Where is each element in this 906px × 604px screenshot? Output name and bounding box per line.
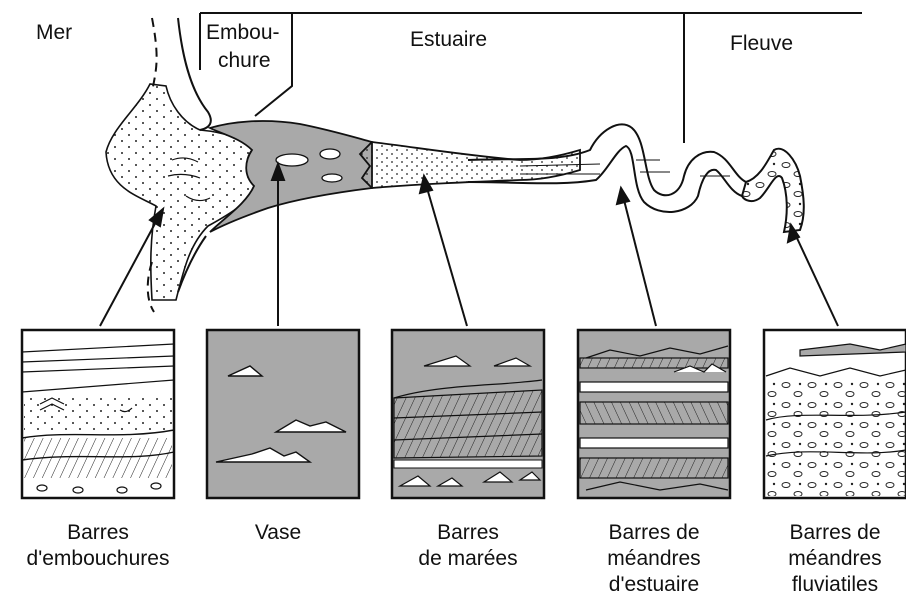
zone-label-mouth-line2: chure [218,48,271,73]
caption-line: méandres [559,546,749,572]
caption-line: d'estuaire [559,572,749,598]
caption-tidal-bars: Barres de marées [373,520,563,572]
fluvial-meanders [742,149,804,232]
caption-mouth-bars: Barres d'embouchures [3,520,193,572]
caption-line: Barres de [740,520,906,546]
zone-label-mouth-line1: Embou- [206,20,280,45]
caption-line: fluviatiles [740,572,906,598]
caption-estuarine-meander-bars: Barres de méandres d'estuaire [559,520,749,598]
caption-line: Barres [3,520,193,546]
zone-label-sea: Mer [36,20,72,45]
caption-line: Barres [373,520,563,546]
caption-fluvial-meander-bars: Barres de méandres fluviatiles [740,520,906,598]
caption-mud: Vase [183,520,373,546]
panel-mouth-bars [22,330,174,498]
panel-tidal-bars [392,330,544,498]
caption-line: méandres [740,546,906,572]
zone-label-river: Fleuve [730,31,793,56]
panel-fluvial-meander-bars [764,330,906,498]
panel-estuarine-meander-bars [578,330,730,498]
caption-line: Vase [183,520,373,546]
caption-line: Barres de [559,520,749,546]
mouth-bar-deposit [106,84,256,300]
caption-line: de marées [373,546,563,572]
zone-label-estuary: Estuaire [410,27,487,52]
caption-line: d'embouchures [3,546,193,572]
panel-mud [207,330,359,498]
